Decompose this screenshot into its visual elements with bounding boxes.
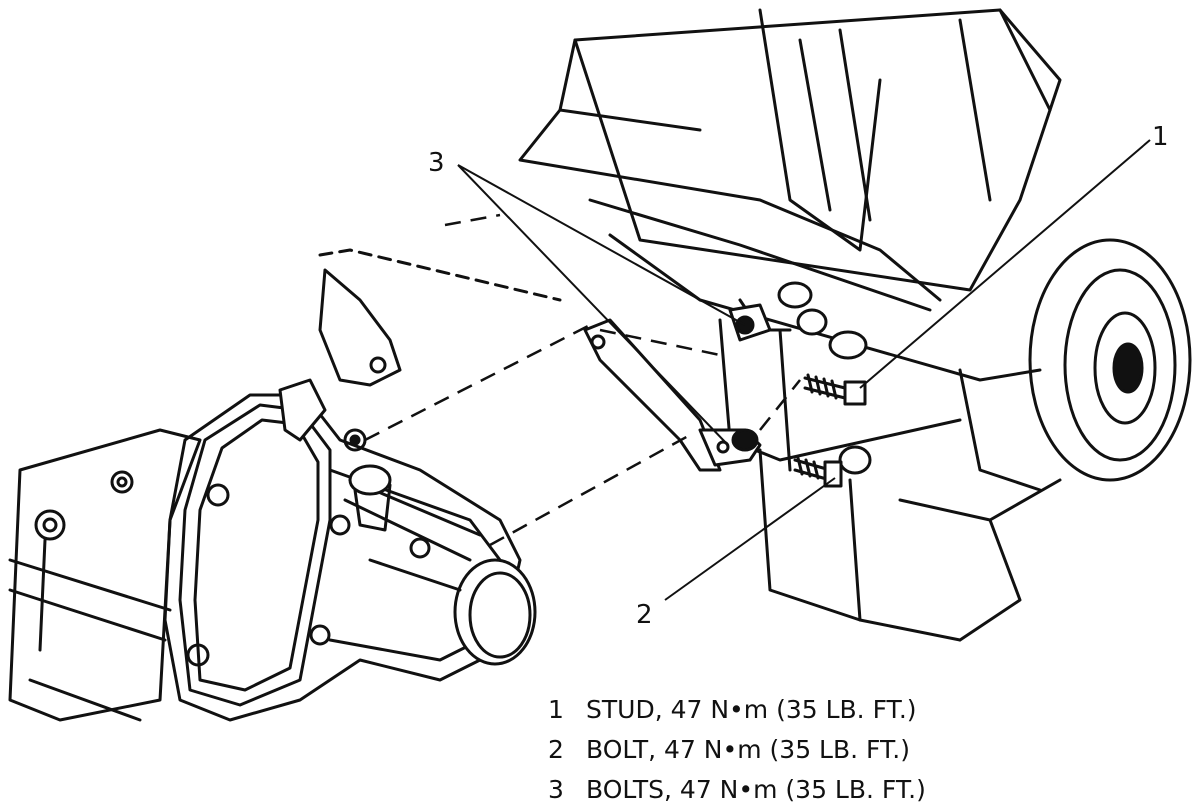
bolt-2	[793, 456, 843, 488]
transfer-case	[163, 378, 537, 722]
legend-number: 1	[548, 695, 564, 724]
transmission-housing	[8, 428, 202, 722]
legend-item-stud: 1 STUD, 47 N•m (35 LB. FT.)	[548, 690, 1108, 730]
legend-number: 3	[548, 775, 564, 804]
legend-text: STUD, 47 N•m (35 LB. FT.)	[586, 695, 917, 724]
legend-number: 2	[548, 735, 564, 764]
legend-text: BOLT, 47 N•m (35 LB. FT.)	[586, 735, 910, 764]
callout-2: 2	[636, 600, 653, 630]
mount-ear	[318, 248, 562, 387]
legend-item-bolt: 2 BOLT, 47 N•m (35 LB. FT.)	[548, 730, 1108, 770]
callout-3: 3	[428, 148, 445, 178]
stud-1	[803, 373, 867, 406]
harmonic-balancer	[1028, 238, 1192, 482]
legend-text: BOLTS, 47 N•m (35 LB. FT.)	[586, 775, 926, 804]
mounting-bracket	[583, 303, 772, 472]
engine-cylinders	[777, 281, 872, 475]
leader-lines	[457, 139, 1151, 601]
parts-legend: 1 STUD, 47 N•m (35 LB. FT.) 2 BOLT, 47 N•m…	[548, 690, 1108, 810]
legend-item-bolts: 3 BOLTS, 47 N•m (35 LB. FT.)	[548, 770, 1108, 810]
alignment-lines	[364, 213, 801, 547]
callout-1: 1	[1152, 122, 1169, 152]
